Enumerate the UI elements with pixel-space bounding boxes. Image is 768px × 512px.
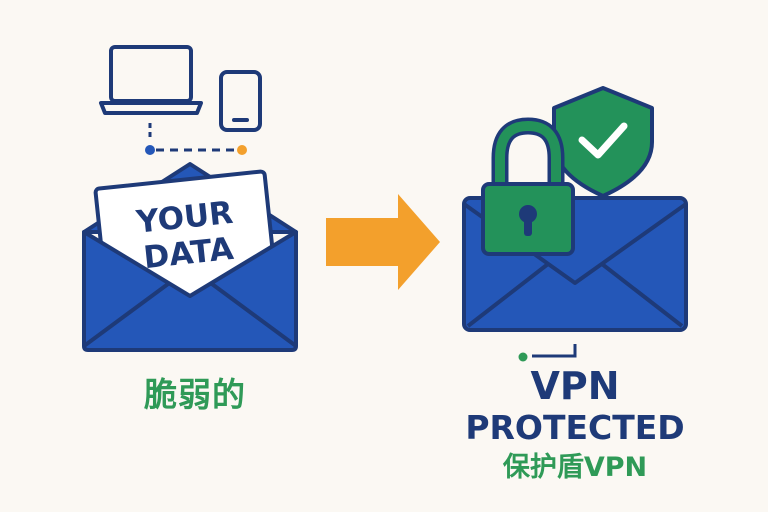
laptop-icon bbox=[99, 45, 203, 115]
vpn-caption: VPN bbox=[530, 364, 620, 408]
protected-caption: PROTECTED bbox=[465, 408, 685, 447]
connection-line bbox=[145, 123, 247, 155]
arrow-icon bbox=[326, 194, 440, 290]
padlock-icon bbox=[481, 117, 575, 256]
phone-icon bbox=[219, 70, 262, 132]
shield-vpn-caption: 保护盾VPN bbox=[502, 452, 648, 483]
envelope-icon: YOUR DATA bbox=[82, 162, 298, 352]
vulnerable-caption: 脆弱的 bbox=[144, 375, 246, 414]
status-connector bbox=[518, 344, 577, 362]
shield-check-icon bbox=[552, 86, 654, 198]
